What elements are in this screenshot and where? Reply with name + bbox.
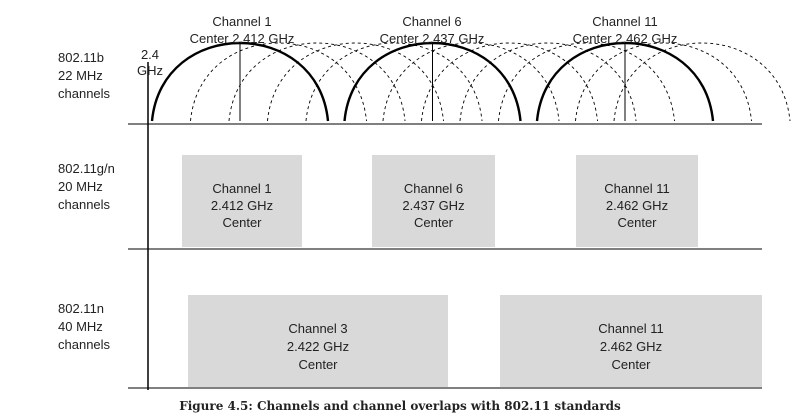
channel-header-label-line: Channel 11 [592,14,658,29]
channel-box-20mhz-label-line: Center [222,215,262,230]
channel-header-label-line: Center 2.412 GHz [190,31,295,46]
frequency-marker-label-line: GHz [137,63,163,78]
channel-box-20mhz-label-line: 2.462 GHz [606,198,668,213]
row-standard-label-line: 802.11n [58,301,104,316]
channel-arc-overlap [613,42,791,122]
channel-box-20mhz-label-line: Center [414,215,454,230]
channel-box-20mhz-label-line: Channel 6 [404,181,463,196]
channel-box-40mhz [188,295,448,387]
channel-header-label: Channel 1 Center 2.412 GHz [190,14,295,46]
channel-box-40mhz-label-line: Channel 3 [288,321,347,336]
row-standard-label-line: 40 MHz [58,319,103,334]
channel-box-40mhz [500,295,762,387]
channel-arc-overlap [498,42,675,122]
channel-arc-primary [535,41,715,122]
channel-box-40mhz-label-line: 2.422 GHz [287,339,349,354]
row-standard-label: 802.11n 40 MHz channels [58,301,111,352]
channel-box-20mhz-label-line: Channel 1 [212,181,271,196]
channel-arc-overlap [421,42,598,122]
channel-box-20mhz [182,155,302,247]
channel-box-40mhz-label-line: Channel 11 [598,321,664,336]
row-standard-label-line: channels [58,197,111,212]
channel-box-40mhz-label-line: Center [298,357,338,372]
channel-box-20mhz [372,155,495,247]
row-standard-label: 802.11g/n 20 MHz channels [58,161,115,212]
channel-header-label-line: Center 2.437 GHz [380,31,485,46]
channel-header-label-line: Channel 1 [212,14,271,29]
channel-arc-overlap [305,42,483,122]
channel-header-label-line: Channel 6 [402,14,461,29]
row-standard-label-line: 802.11g/n [58,161,115,176]
channel-header-label: Channel 6 Center 2.437 GHz [380,14,485,46]
channel-header-label: Channel 11 Center 2.462 GHz [573,14,678,46]
channel-header-label-line: Center 2.462 GHz [573,31,678,46]
row-standard-label-line: 802.11b [58,50,104,65]
channel-arc-overlap [575,42,752,122]
channel-box-40mhz-label-line: 2.462 GHz [600,339,662,354]
row-standard-label: 802.11b 22 MHz channels [58,50,111,101]
channel-arc-overlap [459,42,637,122]
channel-arc-overlap [267,42,444,122]
row-standard-label-line: channels [58,86,111,101]
figure-caption: Figure 4.5: Channels and channel overlap… [179,399,621,413]
row-standard-label-line: 20 MHz [58,179,103,194]
channel-box-20mhz-label-line: Center [617,215,657,230]
channel-box-20mhz-label-line: 2.412 GHz [211,198,273,213]
channel-box-40mhz-label-line: Center [611,357,651,372]
row-standard-label-line: channels [58,337,111,352]
channel-arc-overlap [382,42,560,122]
row-standard-label-line: 22 MHz [58,68,103,83]
channel-arc-overlap [228,42,406,122]
channel-arc-overlap [190,42,367,122]
channel-box-20mhz [576,155,698,247]
channel-box-20mhz-label-line: 2.437 GHz [402,198,464,213]
channel-box-20mhz-label-line: Channel 11 [604,181,670,196]
frequency-marker-label-line: 2.4 [141,47,159,62]
